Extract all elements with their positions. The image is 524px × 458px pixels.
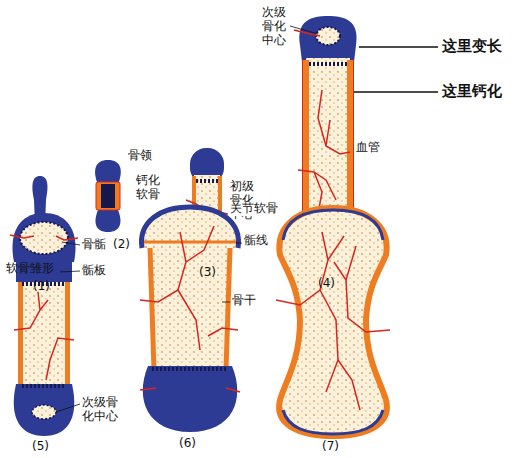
- stage-number: (7): [322, 440, 339, 454]
- stage-number: (4): [318, 277, 335, 291]
- part-label: 骨领: [128, 149, 152, 163]
- part-label: 次级骨化中心: [82, 396, 119, 424]
- part-label: 骺板: [82, 264, 106, 278]
- stage-number: (6): [179, 437, 196, 451]
- stage-number: (2): [113, 238, 130, 252]
- part-label: 骨干: [232, 294, 256, 308]
- part-label: 钙化软骨: [136, 174, 161, 202]
- part-label: 骺线: [244, 234, 268, 248]
- part-label: 关节软骨: [230, 202, 278, 216]
- callout-note: 这里钙化: [442, 83, 502, 100]
- part-label: 骨骺: [82, 238, 106, 252]
- stage-number: (1): [33, 280, 50, 294]
- callout-note: 这里变长: [442, 38, 502, 55]
- part-label: 软骨雏形: [6, 262, 54, 276]
- stage-number: (3): [199, 266, 216, 280]
- stage-number: (5): [32, 440, 49, 454]
- part-label: 次级骨化中心: [262, 6, 287, 47]
- part-label: 血管: [356, 141, 380, 155]
